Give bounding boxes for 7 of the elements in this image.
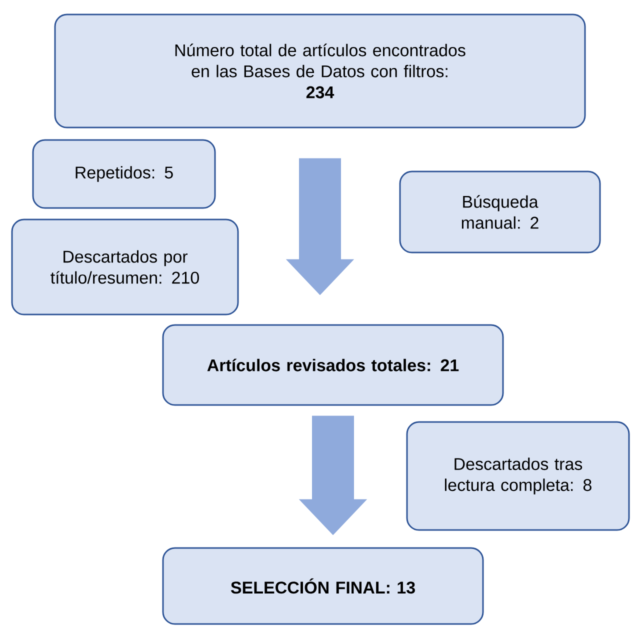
note-box: Búsqueda manual: 2 <box>399 170 601 254</box>
note-box: Descartados tras lectura completa: 8 <box>406 421 630 531</box>
note-box: Descartados por título/resumen: 210 <box>11 218 239 316</box>
result-box: SELECCIÓN FINAL: 13 <box>162 547 484 625</box>
process-box: Número total de artículos encontrados en las Bases de Datos con filtros: 234 <box>54 14 586 128</box>
note-box: Repetidos: 5 <box>32 139 216 209</box>
process-box: Artículos revisados totales: 21 <box>162 324 504 406</box>
